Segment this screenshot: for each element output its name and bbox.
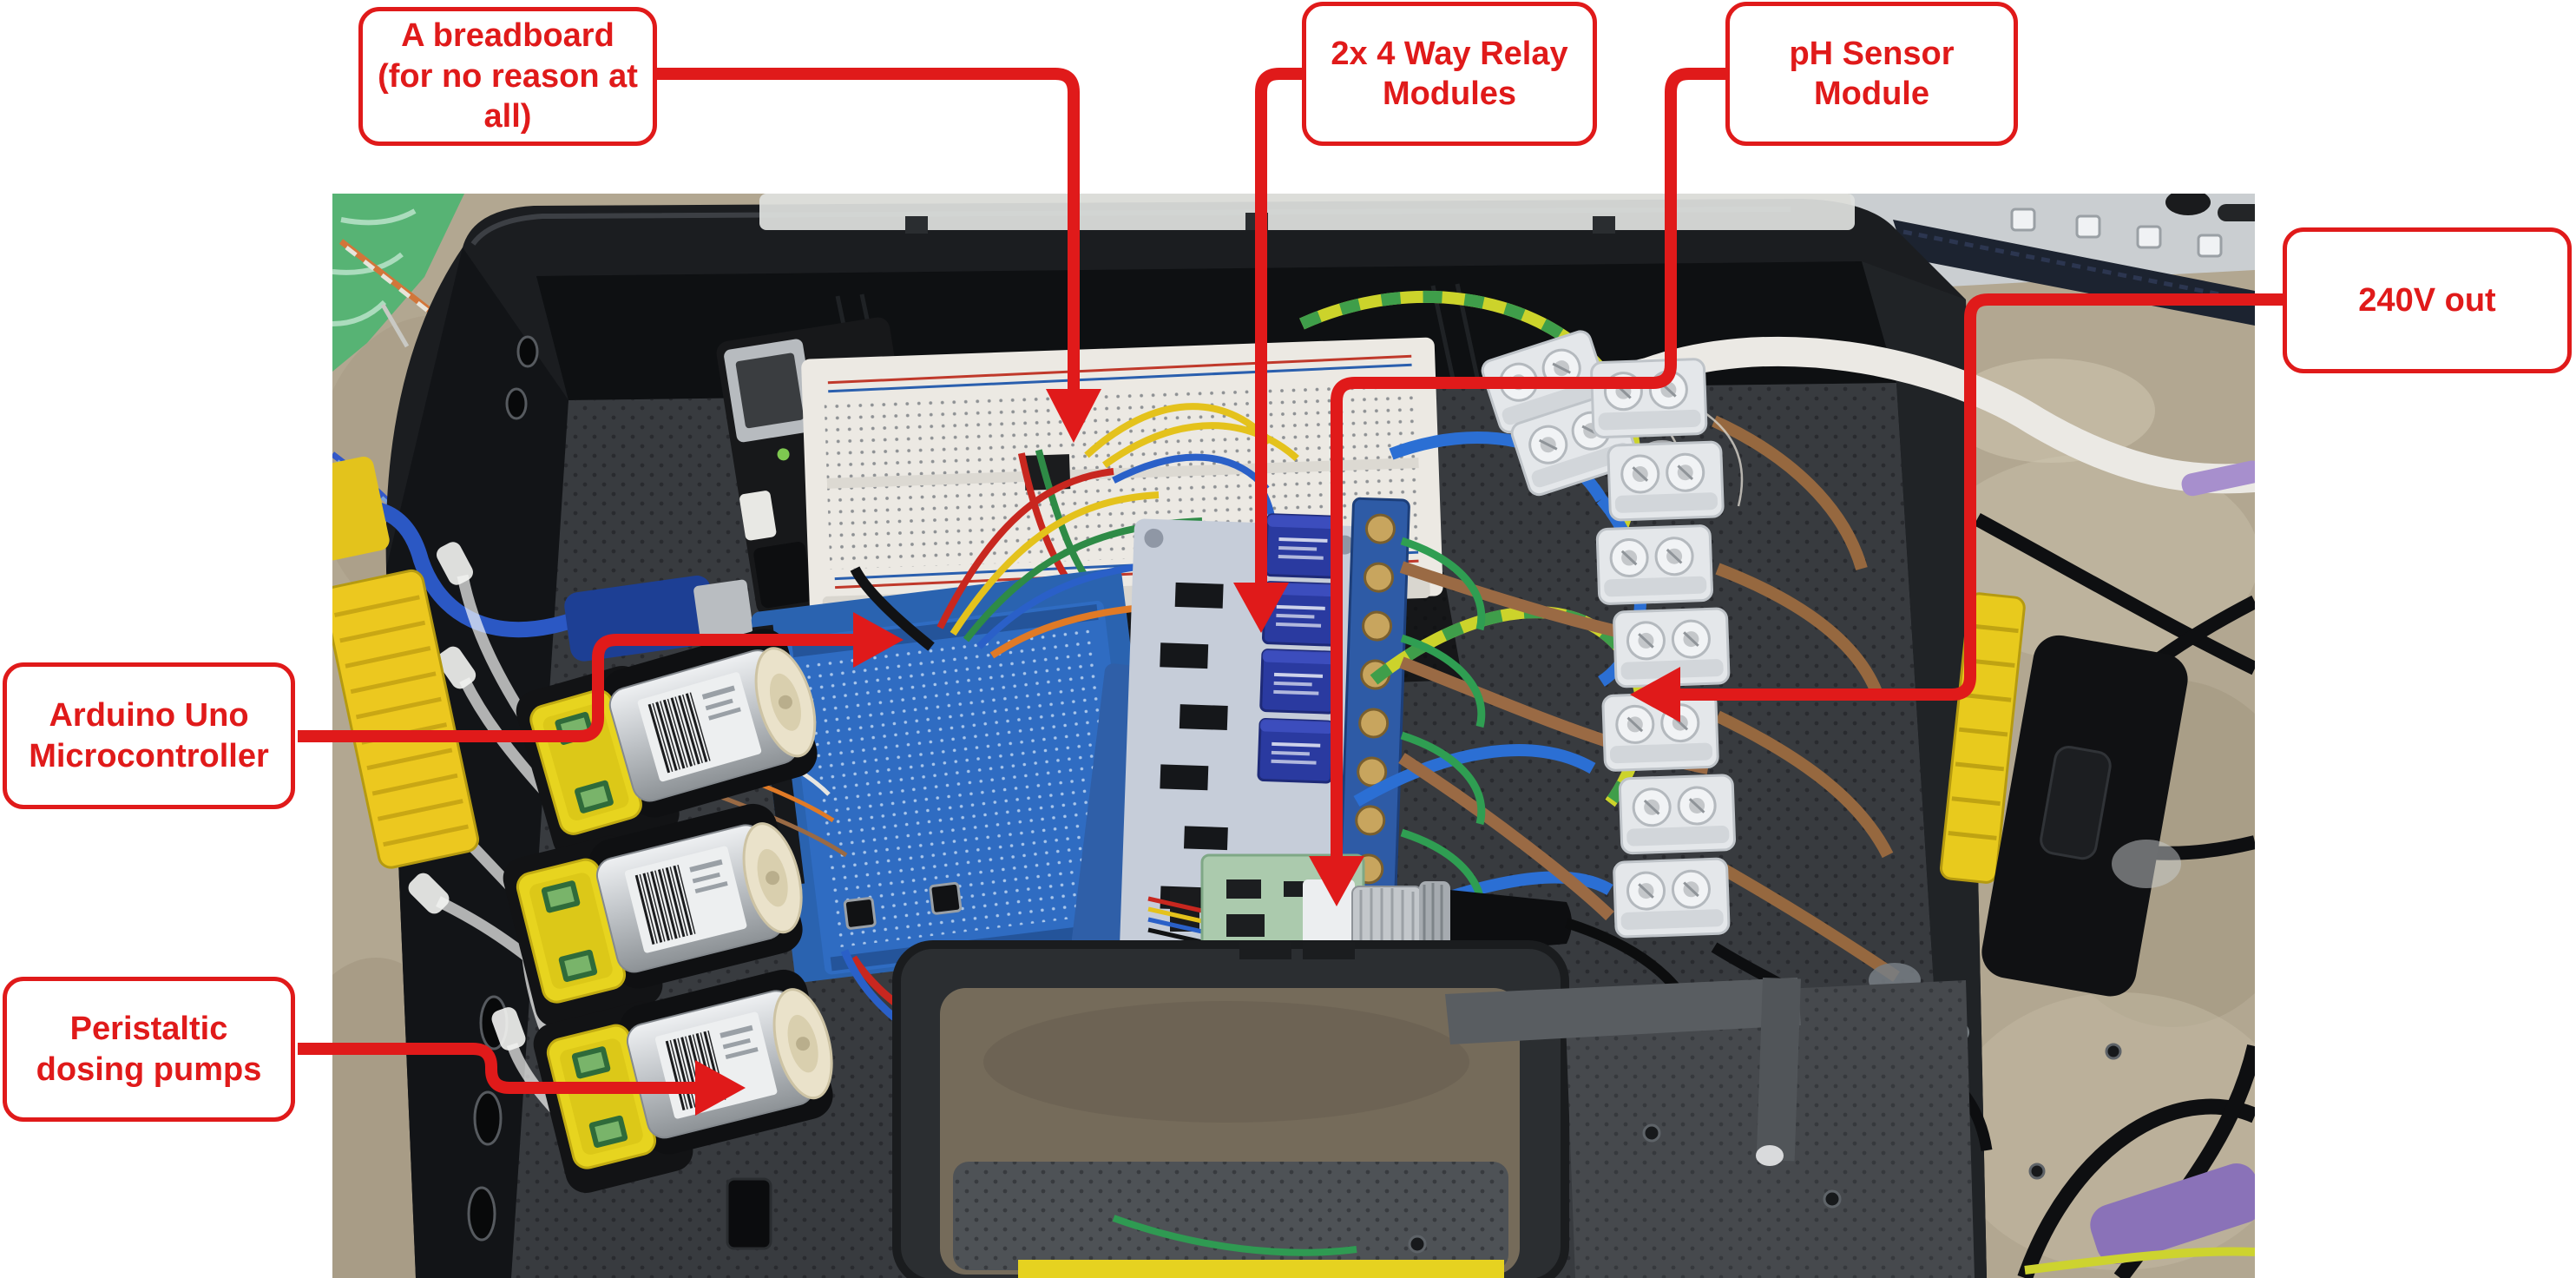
- toolbox-lid-edge: [759, 194, 1855, 234]
- black-clamp: [1981, 635, 2188, 997]
- project-photo: [272, 189, 2311, 1278]
- arduino-label-text: Arduino Uno Microcontroller: [29, 697, 269, 774]
- mains-out-label-text: 240V out: [2358, 281, 2496, 319]
- reset-buttons: [843, 881, 963, 930]
- toolbox-handle-recess: [892, 940, 1569, 1278]
- mains-out-label: 240V out: [2283, 227, 2572, 373]
- ph-sensor-label-text: pH Sensor Module: [1789, 35, 1955, 112]
- photo-svg: [272, 189, 2311, 1278]
- pumps-label-text: Peristaltic dosing pumps: [36, 1011, 262, 1088]
- arduino-label: Arduino Uno Microcontroller: [3, 662, 295, 809]
- pumps-label: Peristaltic dosing pumps: [3, 977, 295, 1122]
- divider-walls: [726, 977, 2122, 1278]
- breadboard-label: A breadboard (for no reason at all): [358, 7, 657, 146]
- relay-modules-label: 2x 4 Way Relay Modules: [1302, 2, 1597, 146]
- ph-sensor-label: pH Sensor Module: [1725, 2, 2018, 146]
- breadboard-label-text: A breadboard (for no reason at all): [378, 17, 638, 135]
- relay-modules-label-text: 2x 4 Way Relay Modules: [1331, 35, 1568, 112]
